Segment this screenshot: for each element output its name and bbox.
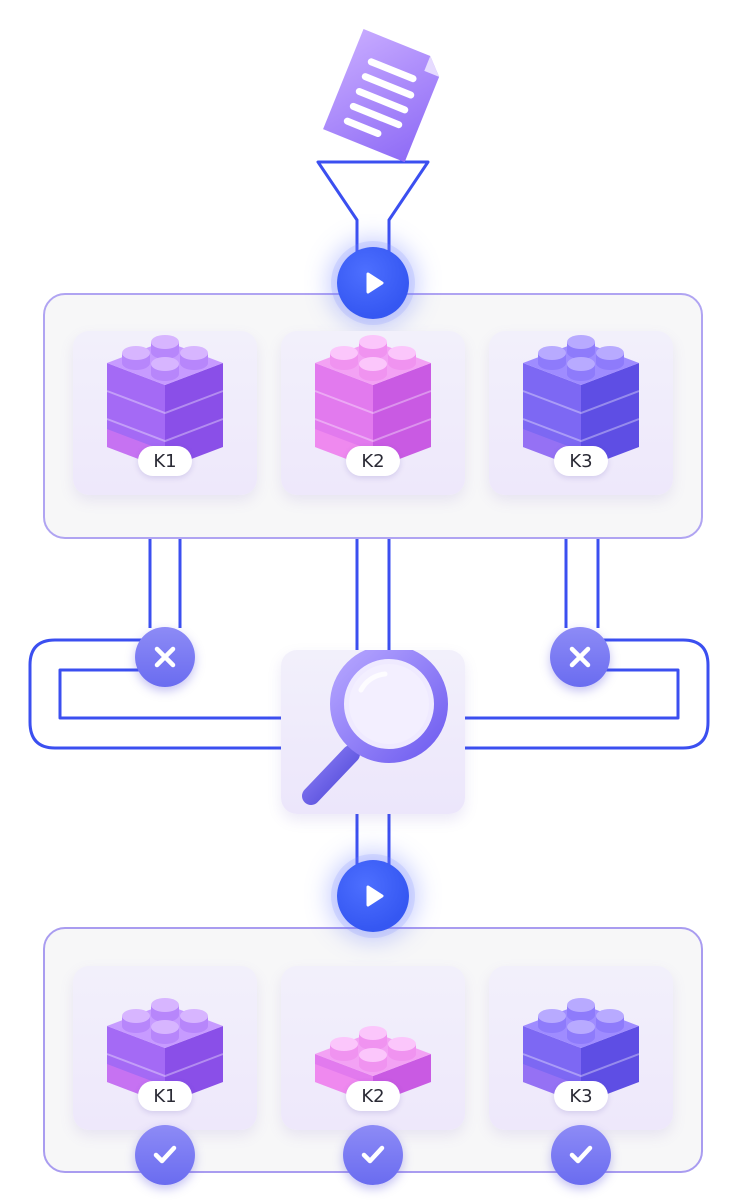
approve-badge-k3 <box>551 1125 611 1185</box>
play-icon <box>366 272 384 294</box>
block-card-k2-top: K2 <box>281 331 465 495</box>
pipe-right-loop <box>465 638 710 750</box>
approve-badge-k2 <box>343 1125 403 1185</box>
document-icon <box>323 29 440 163</box>
block-label: K2 <box>346 1081 400 1111</box>
x-icon <box>154 646 176 668</box>
x-icon <box>569 646 591 668</box>
play-icon <box>366 885 384 907</box>
play-button-top[interactable] <box>337 247 409 319</box>
pipe-left-loop <box>28 638 281 750</box>
reject-button-left[interactable] <box>135 627 195 687</box>
pipe-center-vertical <box>355 539 391 650</box>
check-icon <box>361 1145 385 1164</box>
block-label: K2 <box>346 446 400 476</box>
block-label: K1 <box>138 446 192 476</box>
reject-button-right[interactable] <box>550 627 610 687</box>
lego-block-icon <box>314 335 432 469</box>
block-label: K3 <box>554 446 608 476</box>
block-label: K3 <box>554 1081 608 1111</box>
search-filter-card <box>281 645 465 814</box>
approve-badge-k1 <box>135 1125 195 1185</box>
lego-block-icon <box>106 335 224 469</box>
funnel-icon <box>316 160 430 254</box>
check-icon <box>153 1145 177 1164</box>
lego-block-icon <box>522 335 640 469</box>
block-card-k1-top: K1 <box>73 331 257 495</box>
pipe-left-vertical <box>148 539 182 628</box>
play-button-bottom[interactable] <box>337 860 409 932</box>
check-icon <box>569 1145 593 1164</box>
block-label: K1 <box>138 1081 192 1111</box>
magnifier-icon <box>302 645 448 805</box>
pipe-right-vertical <box>564 539 600 628</box>
block-card-k1-bottom: K1 <box>73 966 257 1130</box>
block-card-k2-bottom: K2 <box>281 966 465 1130</box>
block-card-k3-bottom: K3 <box>489 966 673 1130</box>
block-card-k3-top: K3 <box>489 331 673 495</box>
